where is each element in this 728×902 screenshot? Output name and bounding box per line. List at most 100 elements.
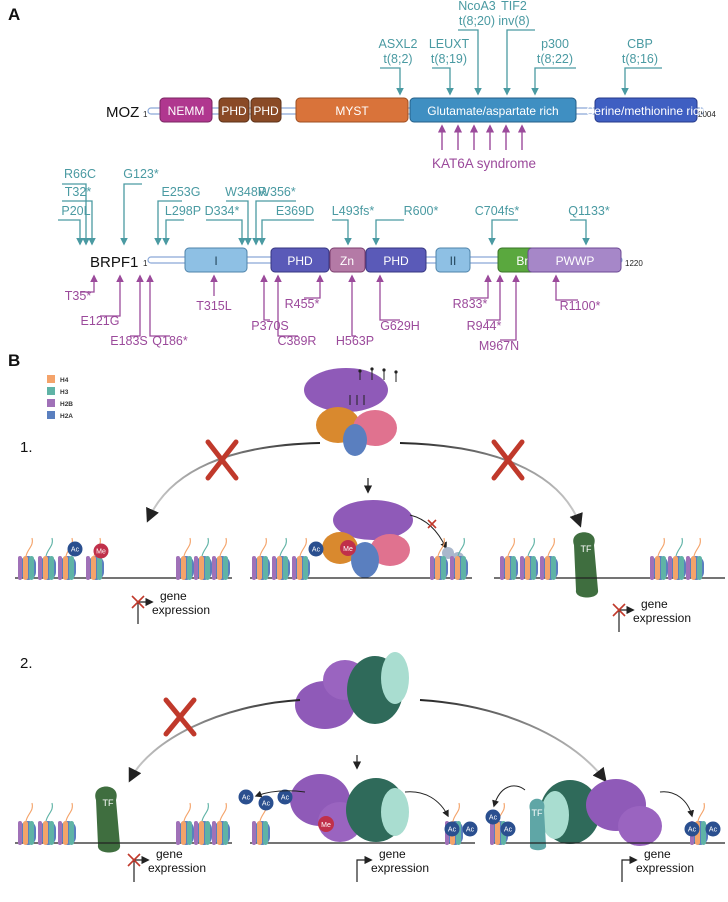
brpf1-top-mutation-label: T32* xyxy=(65,185,92,199)
ac-badge xyxy=(462,821,478,837)
fusion-tif2-l2: inv(8) xyxy=(498,14,529,28)
ac-badge-text: Ac xyxy=(312,547,321,554)
svg-text:TF: TF xyxy=(103,798,114,808)
brpf1-top-mutation-label: W356* xyxy=(258,185,296,199)
legend-swatch-h3 xyxy=(47,387,55,395)
brpf1-bottom-mutation-label: R1100* xyxy=(560,299,601,313)
gene-expression-1c-cross xyxy=(612,603,626,617)
histone-tail xyxy=(527,537,535,557)
ac-badge-text: Ac xyxy=(448,827,457,834)
brpf1-top-mutation-label: E253G xyxy=(162,185,201,199)
brpf1-top-mutation-arrow xyxy=(58,219,84,246)
brpf1-top-mutation-label: D334* xyxy=(205,204,240,218)
nucleosome xyxy=(58,821,76,845)
brpf1-top-mutation-arrow xyxy=(120,183,142,246)
gene-expression-1c-arrow xyxy=(618,605,635,632)
brpf1-bottom-mutation-label: T315L xyxy=(196,299,231,313)
brpf1-bottom-mutation-arrow xyxy=(80,274,98,293)
brpf1-top-mutation-arrow xyxy=(154,200,182,246)
gene-expression-1a-arrow xyxy=(137,597,154,624)
ac-badge-text: Ac xyxy=(281,795,290,802)
step2-release-arrow xyxy=(404,791,449,818)
brpf1-domain-i-label: I xyxy=(214,254,217,268)
moz-end: 2004 xyxy=(698,110,716,119)
fusion-ncoa3-l1: NcoA3 xyxy=(458,0,496,13)
gene-expression-1c-label: expression xyxy=(633,611,691,625)
ac-badge xyxy=(277,789,293,805)
brpf1-bottom-mutation-arrow xyxy=(500,274,520,341)
fusion-p300-l1: p300 xyxy=(541,37,569,51)
nucleosome xyxy=(292,556,310,580)
fusion-tif2-arrow xyxy=(503,29,535,96)
nucleosome xyxy=(252,556,270,580)
nucleosome xyxy=(58,556,76,580)
histone-tail xyxy=(507,537,515,557)
ac-badge-text: Ac xyxy=(466,827,475,834)
moz-name: MOZ xyxy=(106,104,139,121)
me-badge-mid xyxy=(340,540,356,556)
gene-expression-2b-arrow xyxy=(356,855,373,882)
brpf1-bottom-mutation-label: P370S xyxy=(251,319,289,333)
legend-swatch-h4 xyxy=(47,375,55,383)
brpf1-domain-phd1 xyxy=(270,247,330,273)
svg-text:Me: Me xyxy=(343,546,353,553)
step1-left-arc xyxy=(146,442,321,523)
histone-tail xyxy=(183,802,191,822)
fusion-ncoa3-l2: t(8;20) xyxy=(459,14,495,28)
brpf1-domain-ii-label: II xyxy=(450,254,457,268)
brpf1-top-mutation-arrow xyxy=(162,219,184,246)
ac-badge-text: Ac xyxy=(709,827,718,834)
nucleosome xyxy=(272,556,290,580)
fusion-leuxt-l2: t(8;19) xyxy=(431,52,467,66)
brpf1-bottom-mutation-arrow xyxy=(304,274,324,299)
brpf1-top-mutation-label: W348R xyxy=(225,185,267,199)
brpf1-top-mutation-label: P20L xyxy=(61,204,90,218)
ac-badge xyxy=(705,821,721,837)
ac-badge-text: Ac xyxy=(71,547,80,554)
step2-cross xyxy=(163,697,197,737)
gene-expression-2a-cross xyxy=(127,853,141,867)
brpf1-domain-ii xyxy=(435,247,471,273)
fusion-leuxt-arrow xyxy=(432,67,454,96)
ac-faded-1 xyxy=(442,547,454,559)
nucleosome xyxy=(18,556,36,580)
step2-left-arc xyxy=(128,699,301,783)
step2-complex-mid: Me xyxy=(290,774,409,842)
ac-badge xyxy=(308,541,324,557)
histone-tail xyxy=(201,802,209,822)
legend-h3: H3 xyxy=(60,389,69,396)
svg-text:TF: TF xyxy=(581,544,592,554)
nucleosome xyxy=(686,556,704,580)
brpf1-domain-zn-label: Zn xyxy=(340,254,354,268)
fusion-asxl2-l2: t(8;2) xyxy=(383,52,412,66)
brpf1-top-mutation-label: L493fs* xyxy=(332,204,375,218)
histone-tail xyxy=(25,802,33,822)
brpf1-domain-phd1-label: PHD xyxy=(287,254,313,268)
brpf1-bottom-mutation-arrow xyxy=(260,274,270,321)
brpf1-bottom-mutation-label: G629H xyxy=(380,319,420,333)
me-badge-step2 xyxy=(318,816,334,832)
moz-domain-myst xyxy=(295,97,409,123)
brpf1-pwwp: PWWP xyxy=(527,247,622,273)
ac-badge xyxy=(500,821,516,837)
ac-badge xyxy=(485,809,501,825)
step2-release-arrow xyxy=(254,790,306,798)
brpf1-top-mutation-label: E369D xyxy=(276,204,314,218)
nucleosome xyxy=(450,556,468,580)
step2-tf-left: TF xyxy=(95,786,121,853)
step2-release-arrow xyxy=(659,791,695,818)
nucleosome xyxy=(212,556,230,580)
gene-expression-1c-label: gene xyxy=(641,597,668,611)
histone-tail xyxy=(452,802,460,822)
ac-badge-text: Ac xyxy=(504,827,513,834)
gene-expression-2c-arrow xyxy=(621,855,638,882)
brpf1-bottom-mutation-label: E183S xyxy=(110,334,148,348)
histone-tail xyxy=(299,537,307,557)
step1-right-arc xyxy=(399,442,583,528)
gene-expression-2a-label: gene xyxy=(156,847,183,861)
step2-complex-right: TF xyxy=(529,779,662,851)
nucleosome xyxy=(668,556,686,580)
fusion-p300-l2: t(8;22) xyxy=(537,52,573,66)
gene-expression-2b-label: expression xyxy=(371,861,429,875)
